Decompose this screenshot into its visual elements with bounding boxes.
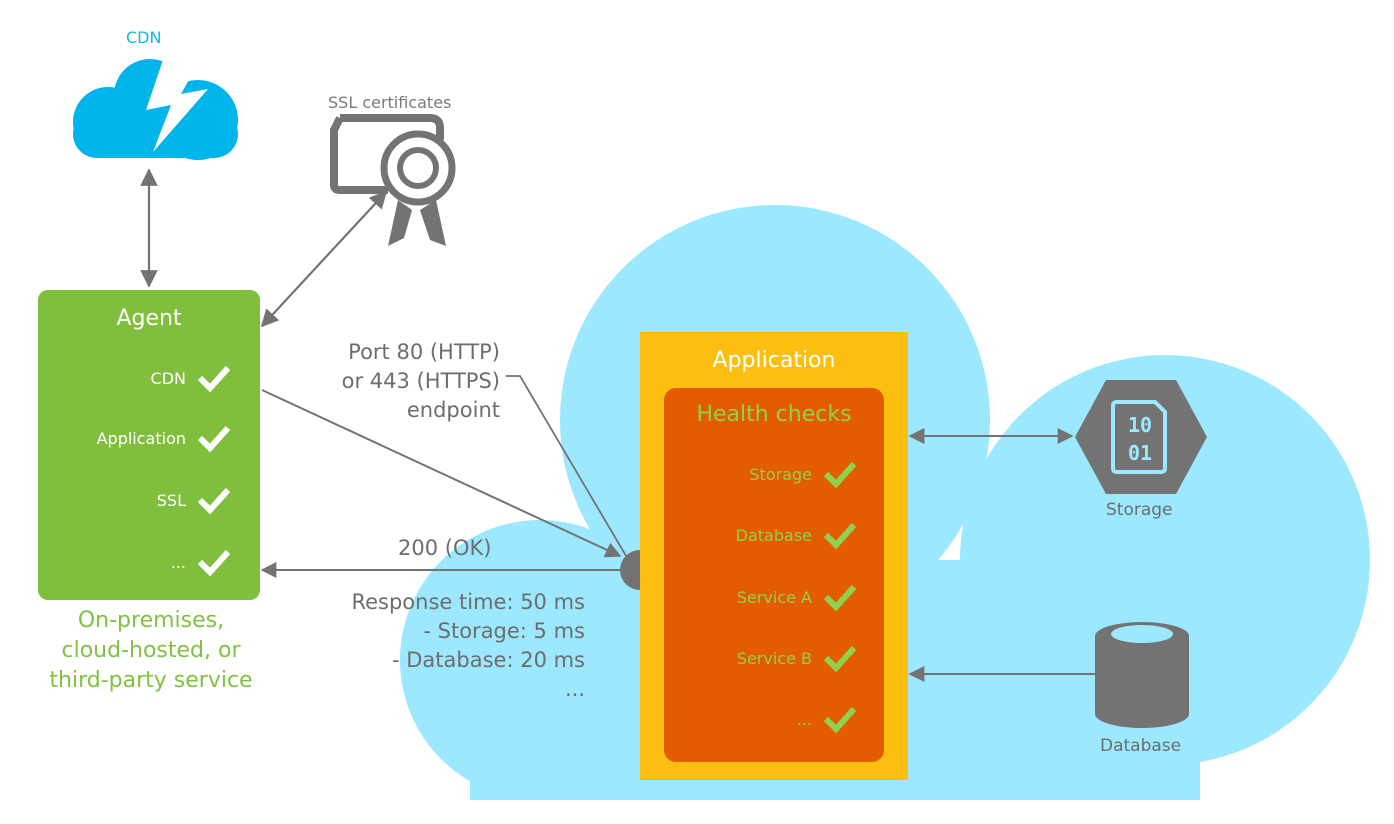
agent-check-label: SSL <box>156 490 186 510</box>
health-check-label: Database <box>735 525 812 545</box>
certificate-icon <box>330 114 456 246</box>
database-cylinder-icon <box>1095 622 1189 728</box>
health-check-item: Service A <box>737 577 858 617</box>
agent-check-item: ... <box>171 542 232 582</box>
database-label: Database <box>1100 736 1182 756</box>
agent-box[interactable]: Agent CDN Application SSL ... <box>38 290 260 600</box>
application-box[interactable]: Application Health checks Storage Databa… <box>640 332 908 780</box>
endpoint-line: Port 80 (HTTP) <box>348 340 500 364</box>
ssl-agent-connector <box>260 190 388 328</box>
agent-caption: On-premises, cloud-hosted, or third-part… <box>40 606 262 696</box>
endpoint-annotation: Port 80 (HTTP) or 443 (HTTPS) endpoint <box>342 338 500 425</box>
checkmark-icon <box>197 425 231 453</box>
health-check-item: Service B <box>737 638 858 678</box>
agent-check-label: Application <box>96 428 186 448</box>
ssl-certificates-label: SSL certificates <box>328 93 452 112</box>
storage-glyph-line-2: 01 <box>1128 441 1152 465</box>
checkmark-icon <box>823 706 857 734</box>
agent-caption-line: third-party service <box>49 668 253 693</box>
health-check-label: Service B <box>736 648 812 668</box>
response-details: Response time: 50 ms - Storage: 5 ms - D… <box>351 588 585 704</box>
checkmark-icon <box>823 522 857 550</box>
storage-hexagon-icon: 10 01 <box>1075 380 1207 494</box>
agent-caption-line: cloud-hosted, or <box>61 638 241 663</box>
health-check-item: Database <box>736 515 858 555</box>
checkmark-icon <box>197 365 231 393</box>
agent-request-connector <box>261 389 622 558</box>
health-checks-box[interactable]: Health checks Storage Database Service A… <box>664 388 884 762</box>
agent-caption-line: On-premises, <box>77 608 225 633</box>
response-status: 200 (OK) <box>398 536 492 560</box>
agent-title: Agent <box>116 306 182 331</box>
health-check-item: ... <box>797 699 858 739</box>
endpoint-line: endpoint <box>406 398 500 422</box>
response-line: - Database: 20 ms <box>392 648 585 672</box>
response-line: Response time: 50 ms <box>351 590 585 614</box>
health-check-item: Storage <box>749 454 858 494</box>
response-line: - Storage: 5 ms <box>423 619 585 643</box>
cloud-lightning-icon <box>73 51 238 160</box>
checkmark-icon <box>823 461 857 489</box>
storage-glyph-line-1: 10 <box>1128 413 1152 437</box>
cdn-label: CDN <box>126 28 162 47</box>
checkmark-icon <box>823 584 857 612</box>
endpoint-callout-line <box>506 375 633 567</box>
health-check-label: ... <box>796 709 812 729</box>
storage-label: Storage <box>1106 500 1173 520</box>
agent-check-item: CDN <box>151 358 232 398</box>
health-checks-title: Health checks <box>696 402 852 427</box>
agent-check-label: ... <box>170 552 186 572</box>
checkmark-icon <box>197 487 231 515</box>
health-check-label: Storage <box>749 464 812 484</box>
agent-check-item: Application <box>97 418 232 458</box>
endpoint-line: or 443 (HTTPS) <box>341 369 500 393</box>
checkmark-icon <box>197 549 231 577</box>
agent-check-item: SSL <box>157 480 232 520</box>
response-line: ... <box>564 677 585 701</box>
health-check-label: Service A <box>736 587 812 607</box>
application-title: Application <box>712 348 836 373</box>
checkmark-icon <box>823 645 857 673</box>
agent-check-label: CDN <box>150 368 186 388</box>
